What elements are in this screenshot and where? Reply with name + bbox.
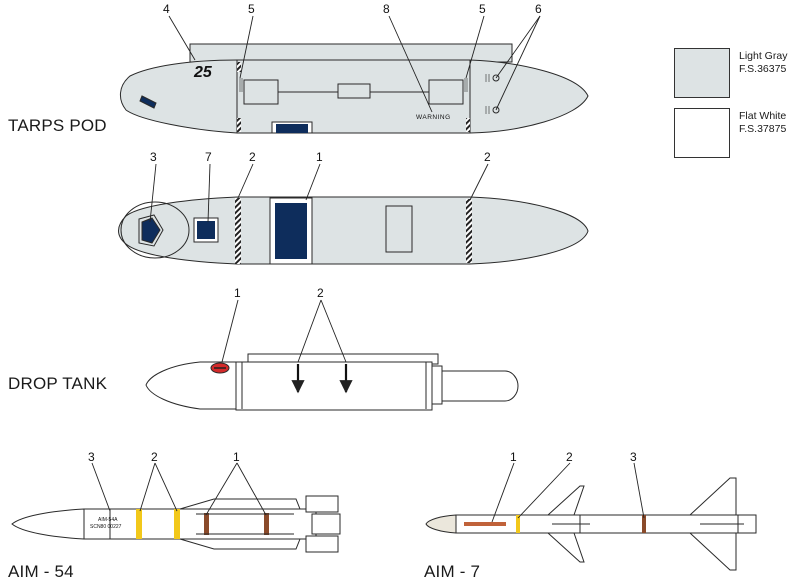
pod-bottom-panel bbox=[385, 205, 413, 253]
drop-tank bbox=[145, 353, 519, 411]
tank-body bbox=[235, 361, 433, 411]
legend-label-flat-white: Flat White F.S.37875 bbox=[739, 110, 786, 136]
callout-number: 2 bbox=[249, 150, 256, 164]
aim7-rear-fin bbox=[689, 477, 737, 516]
legend-name: Light Gray bbox=[739, 50, 788, 62]
aim7-front-fin bbox=[547, 485, 585, 516]
aim7-body bbox=[455, 514, 757, 534]
legend-name: Flat White bbox=[739, 110, 787, 122]
aim7-missile bbox=[425, 477, 757, 571]
pod-side-fitting bbox=[492, 106, 500, 114]
callout-number: 5 bbox=[479, 2, 486, 16]
aim7-nose bbox=[425, 514, 457, 534]
pod-bottom-hatch bbox=[235, 198, 241, 264]
aim7-brown-band bbox=[642, 515, 646, 533]
title-aim54: AIM - 54 bbox=[8, 562, 74, 581]
callout-number: 1 bbox=[316, 150, 323, 164]
aim54-wing bbox=[179, 498, 301, 510]
pod-bottom-hatch bbox=[466, 199, 472, 263]
pod-bottom-nose-window-outline bbox=[138, 214, 164, 247]
callout-number: 1 bbox=[233, 450, 240, 464]
aim54-nose bbox=[11, 508, 85, 540]
aim54-yellow-band bbox=[136, 509, 142, 539]
callout-number: 2 bbox=[484, 150, 491, 164]
pod-side-stencil bbox=[239, 78, 243, 92]
legend-code: F.S.37875 bbox=[739, 123, 787, 135]
legend-swatch-flat-white bbox=[674, 108, 730, 158]
title-aim7: AIM - 7 bbox=[424, 562, 481, 581]
pod-bottom-window-glass bbox=[275, 203, 307, 259]
legend-label-light-gray: Light Gray F.S.36375 bbox=[739, 50, 787, 76]
legend-swatch-light-gray bbox=[674, 48, 730, 98]
pod-side-fitting bbox=[492, 74, 500, 82]
pod-side-hatch-band bbox=[237, 118, 241, 132]
legend-code: F.S.36375 bbox=[739, 63, 787, 75]
callout-number: 2 bbox=[566, 450, 573, 464]
callout-number: 1 bbox=[234, 286, 241, 300]
aim7-seam bbox=[579, 515, 739, 533]
pod-warning-stencil: WARNING bbox=[416, 114, 451, 121]
aim7-rear-fin bbox=[689, 532, 737, 571]
pod-number: 25 bbox=[193, 64, 213, 81]
aim54-yellow-band bbox=[174, 509, 180, 539]
pod-bottom-nose-outline bbox=[120, 201, 190, 259]
aim54-tail-fin bbox=[305, 535, 339, 553]
pod-side-stencil bbox=[464, 78, 468, 92]
callout-number: 3 bbox=[630, 450, 637, 464]
callout-numbers: 4 5 8 5 6 3 7 2 1 2 1 2 3 2 1 1 2 3 bbox=[88, 2, 637, 464]
pod-side-panel bbox=[337, 83, 371, 99]
callout-number: 1 bbox=[510, 450, 517, 464]
callout-leaders bbox=[91, 15, 645, 523]
aim54-missile bbox=[11, 495, 341, 553]
pod-side-nose-window bbox=[139, 95, 157, 109]
pod-bottom-panel-glass bbox=[197, 221, 215, 239]
aim54-stencil-line: AIM-54A bbox=[98, 517, 118, 523]
aim54-tail-fin bbox=[305, 495, 339, 513]
tank-aft bbox=[431, 365, 443, 405]
pod-side-body bbox=[120, 59, 589, 134]
tank-seam bbox=[241, 362, 427, 409]
callout-number: 5 bbox=[248, 2, 255, 16]
aim7-yellow-band bbox=[516, 515, 520, 533]
pod-side-window-glass bbox=[276, 124, 308, 133]
aim7-brown-stripe bbox=[464, 522, 506, 526]
aim54-brown-band bbox=[264, 513, 269, 535]
pod-side-fitting-mark bbox=[485, 74, 490, 114]
pod-top-fairing bbox=[189, 43, 513, 63]
pod-side-hatch-band bbox=[237, 62, 241, 72]
pod-side-hatch-band bbox=[466, 118, 470, 132]
callout-number: 4 bbox=[163, 2, 170, 16]
aim54-stencil-line: SCN80 00227 bbox=[90, 524, 122, 530]
tarps-pod-bottom-view bbox=[118, 196, 589, 265]
callout-number: 3 bbox=[88, 450, 95, 464]
aim54-brown-band bbox=[204, 513, 209, 535]
tank-tail bbox=[441, 370, 519, 402]
title-tarps-pod: TARPS POD bbox=[8, 116, 107, 135]
tank-arrows bbox=[291, 364, 353, 394]
callout-number: 2 bbox=[151, 450, 158, 464]
aim54-strake bbox=[196, 513, 294, 535]
tank-nose bbox=[145, 361, 237, 410]
callout-number: 3 bbox=[150, 150, 157, 164]
aim54-wing bbox=[179, 538, 301, 550]
aim54-tail-fin bbox=[311, 513, 341, 535]
callout-number: 6 bbox=[535, 2, 542, 16]
tarps-pod-side-view bbox=[120, 43, 589, 134]
aim7-front-fin bbox=[547, 532, 585, 563]
callout-number: 7 bbox=[205, 150, 212, 164]
callout-number: 8 bbox=[383, 2, 390, 16]
title-drop-tank: DROP TANK bbox=[8, 374, 108, 393]
callout-number: 2 bbox=[317, 286, 324, 300]
